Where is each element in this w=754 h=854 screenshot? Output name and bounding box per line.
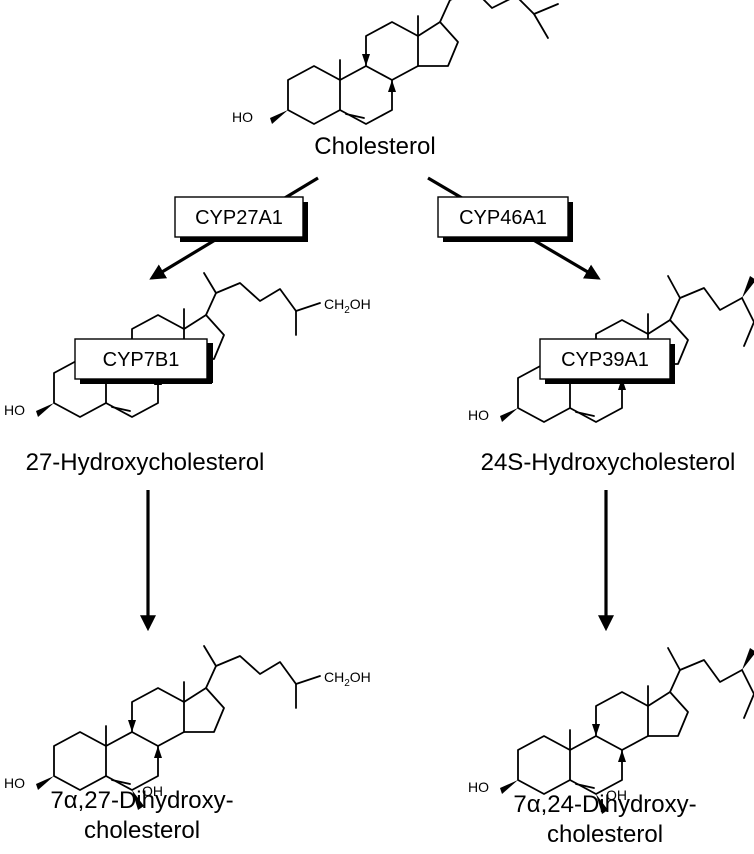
cyp7b1-box: CYP7B1: [74, 338, 213, 384]
24s-hydroxycholesterol-structure: HO OH: [468, 275, 754, 423]
cyp27a1-box: CYP27A1: [174, 196, 308, 242]
cyp39a1-box: CYP39A1: [539, 338, 675, 384]
27-hydroxycholesterol-structure: HO CH2OH: [4, 272, 371, 418]
ho-label: HO: [468, 779, 489, 795]
7a-27-dihydroxy-label-line1: 7α,27-Dihydroxy-: [50, 787, 233, 814]
oh-7-label: OH: [142, 783, 163, 799]
7a-24-dihydroxy-label-line1: 7α,24-Dihydroxy-: [513, 791, 696, 818]
7a-27-dihydroxycholesterol-structure: HO OH CH2OH: [4, 645, 371, 810]
cyp7b1-label: CYP7B1: [103, 349, 180, 371]
7a-24-dihydroxy-label-line2: cholesterol: [547, 821, 663, 848]
cyp27a1-label: CYP27A1: [195, 207, 283, 229]
7a-24-dihydroxycholesterol-structure: HO OH OH: [468, 647, 754, 814]
27-hydroxycholesterol-label: 27-Hydroxycholesterol: [26, 449, 265, 476]
cholesterol-structure: HO: [232, 0, 559, 125]
cyp46a1-label: CYP46A1: [459, 207, 547, 229]
oh-7-label: OH: [606, 787, 627, 803]
ho-label: HO: [468, 407, 489, 423]
ho-label: HO: [4, 775, 25, 791]
ch2oh-label: CH2OH: [324, 296, 371, 316]
ho-label: HO: [4, 402, 25, 418]
7a-27-dihydroxy-label-line2: cholesterol: [84, 817, 200, 844]
ho-label: HO: [232, 109, 253, 125]
cyp46a1-box: CYP46A1: [437, 196, 573, 242]
cyp39a1-label: CYP39A1: [561, 349, 649, 371]
cholesterol-label: Cholesterol: [314, 133, 435, 160]
ch2oh-label: CH2OH: [324, 669, 371, 689]
24s-hydroxycholesterol-label: 24S-Hydroxycholesterol: [481, 449, 736, 476]
